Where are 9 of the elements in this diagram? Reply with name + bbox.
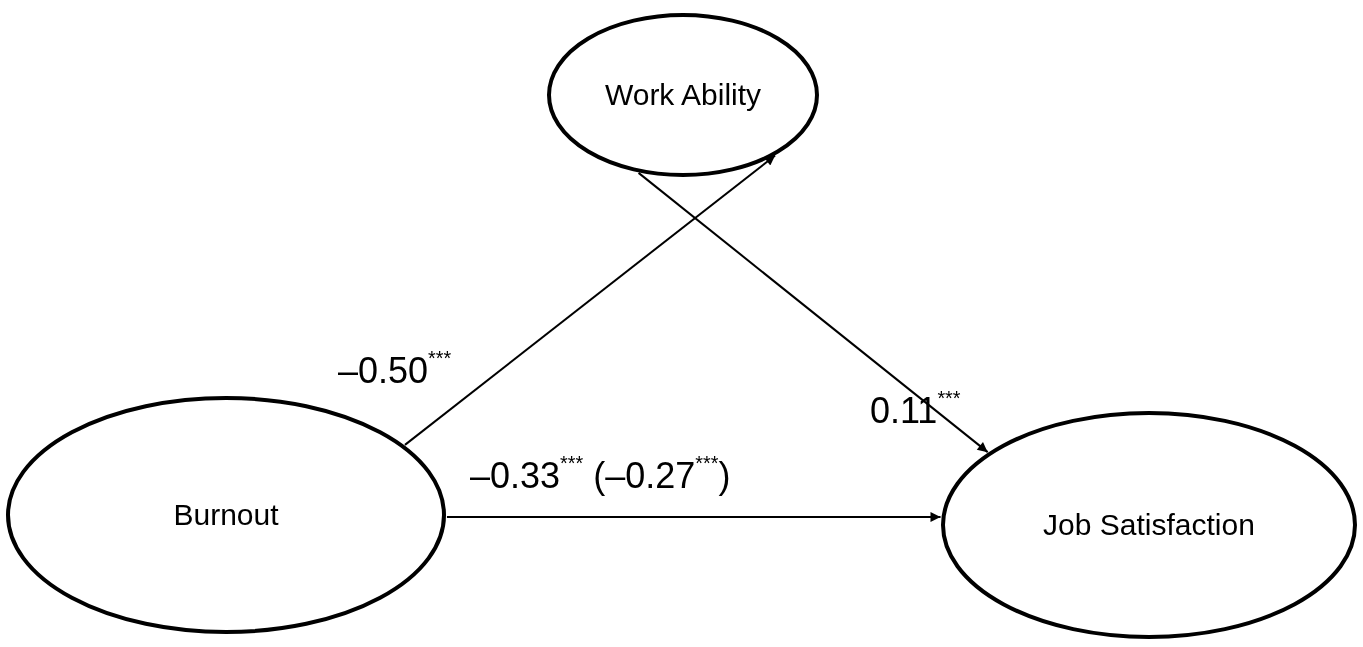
arrow bbox=[445, 512, 942, 522]
arrow bbox=[637, 171, 989, 454]
edge-label: –0.33$^{***}$ (–0.27$^{***}$) bbox=[470, 455, 731, 497]
node-label: Work Ability bbox=[604, 77, 762, 114]
node-label: Job Satisfaction bbox=[1043, 507, 1255, 544]
edge-label: 0.11$^{***}$ bbox=[870, 390, 961, 432]
edge-label: –0.50$^{***}$ bbox=[338, 350, 452, 392]
arrow bbox=[403, 154, 777, 446]
node-label: Burnout bbox=[173, 497, 279, 534]
